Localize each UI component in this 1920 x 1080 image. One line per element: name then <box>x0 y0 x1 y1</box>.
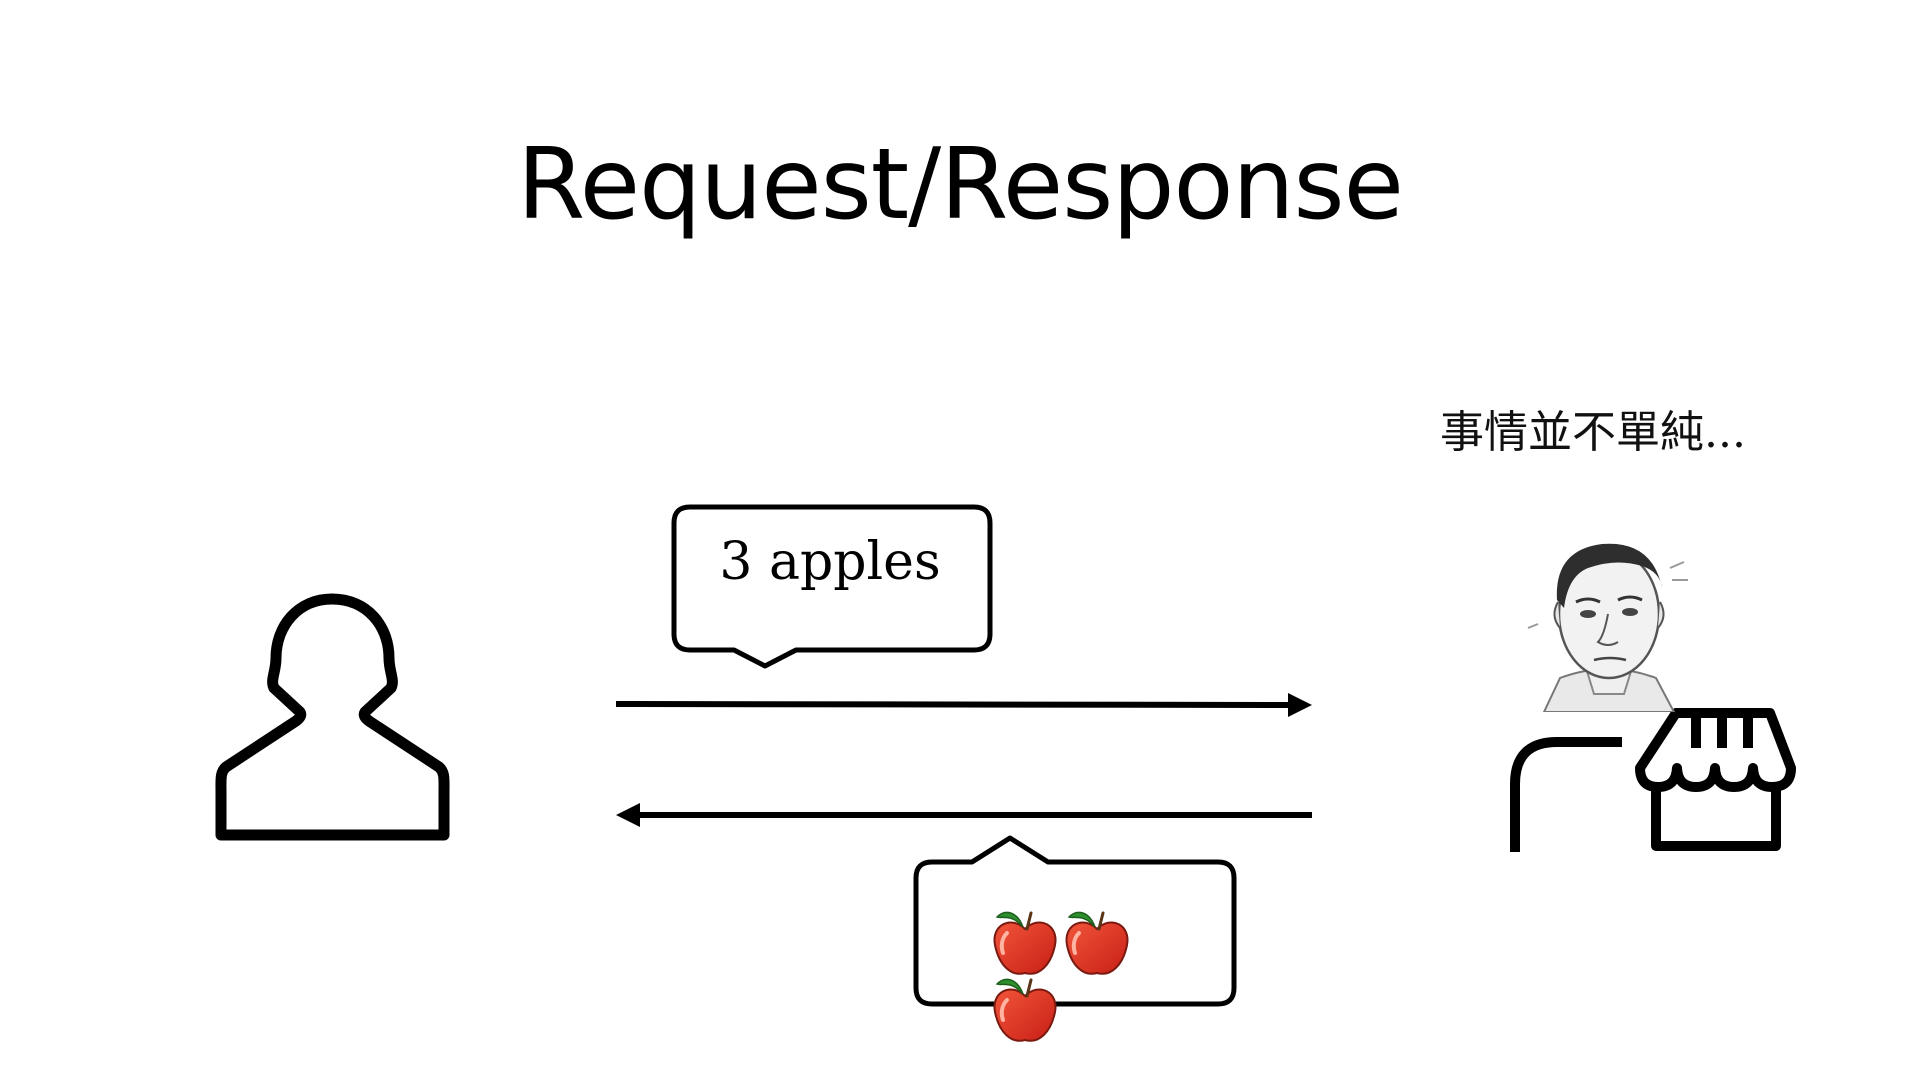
request-arrow <box>615 693 1312 717</box>
shopkeeper-thought: 事情並不單純... <box>1440 407 1746 458</box>
slide-title: Request/Response <box>517 128 1404 242</box>
response-bubble <box>913 835 1237 1007</box>
person-icon <box>215 593 450 841</box>
response-arrow <box>616 803 1312 827</box>
request-label: 3 apples <box>719 532 941 592</box>
request-bubble <box>671 504 993 669</box>
face-illustration <box>1527 543 1688 712</box>
shop-icon <box>1635 708 1796 851</box>
shopkeeper-arm-icon <box>1510 737 1622 852</box>
